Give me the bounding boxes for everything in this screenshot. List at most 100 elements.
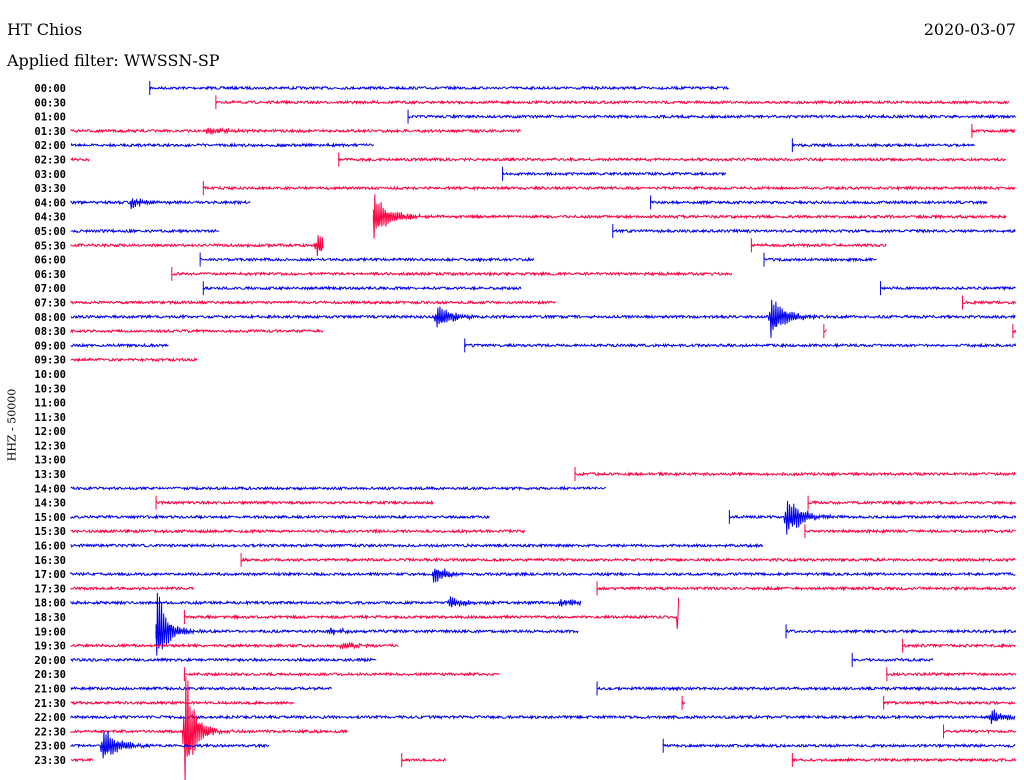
trace-segment xyxy=(155,499,434,506)
time-label: 02:00 xyxy=(34,140,66,152)
time-label: 10:00 xyxy=(34,369,66,381)
time-label: 19:30 xyxy=(34,641,66,653)
filter-label: Applied filter: WWSSN-SP xyxy=(7,51,220,70)
time-label: 13:30 xyxy=(34,469,66,481)
time-label: 07:00 xyxy=(34,283,66,295)
trace-segment xyxy=(70,709,1016,724)
time-label: 17:00 xyxy=(34,569,66,581)
trace-segment xyxy=(407,113,1016,120)
time-label: 01:30 xyxy=(34,126,66,138)
trace-segment xyxy=(728,500,1017,535)
trace-segment xyxy=(70,197,251,209)
time-label: 11:00 xyxy=(34,398,66,410)
trace-segment xyxy=(70,342,169,349)
time-label: 06:30 xyxy=(34,269,66,281)
time-label: 21:00 xyxy=(34,684,66,696)
time-label: 08:00 xyxy=(34,312,66,324)
trace-segment xyxy=(70,568,1016,583)
trace-segment xyxy=(202,185,1016,192)
time-label: 16:00 xyxy=(34,541,66,553)
trace-segment xyxy=(70,356,198,363)
trace-segment xyxy=(880,285,1016,292)
trace-segment xyxy=(804,528,1016,535)
time-label: 14:00 xyxy=(34,483,66,495)
time-label: 17:30 xyxy=(34,583,66,595)
time-label: 03:00 xyxy=(34,169,66,181)
trace-segment xyxy=(70,235,324,256)
time-label: 23:30 xyxy=(34,755,66,767)
trace-segment xyxy=(183,671,500,678)
trace-segment xyxy=(70,513,490,520)
trace-segment xyxy=(240,556,1016,563)
time-label: 20:30 xyxy=(34,669,66,681)
trace-segment xyxy=(401,757,447,763)
time-label: 19:00 xyxy=(34,626,66,638)
trace-segment xyxy=(70,731,270,759)
trace-segment xyxy=(750,242,887,249)
trace-segment xyxy=(902,642,1016,649)
time-label: 12:30 xyxy=(34,440,66,452)
time-label: 21:30 xyxy=(34,698,66,710)
time-label: 12:00 xyxy=(34,426,66,438)
time-label: 22:00 xyxy=(34,712,66,724)
time-label: 08:30 xyxy=(34,326,66,338)
time-label: 11:30 xyxy=(34,412,66,424)
trace-segment xyxy=(70,685,333,692)
trace-segment xyxy=(943,729,1017,735)
trace-segment xyxy=(70,228,220,234)
trace-segment xyxy=(70,656,377,663)
trace-segment xyxy=(70,596,582,608)
trace-segment xyxy=(502,170,727,177)
time-label: 04:30 xyxy=(34,212,66,224)
time-label: 02:30 xyxy=(34,154,66,166)
trace-segment xyxy=(650,199,988,206)
trace-segment xyxy=(70,299,557,306)
trace-segment xyxy=(763,256,877,263)
trace-segment xyxy=(155,592,579,656)
time-label: 14:30 xyxy=(34,498,66,510)
trace-segment xyxy=(785,628,1017,635)
trace-segment xyxy=(149,84,729,92)
time-label: 06:00 xyxy=(34,255,66,267)
trace-segment xyxy=(70,699,295,706)
time-label: 05:30 xyxy=(34,240,66,252)
time-label: 07:30 xyxy=(34,297,66,309)
trace-segment xyxy=(662,742,1016,749)
trace-segment xyxy=(807,499,1016,506)
trace-segment xyxy=(171,270,733,277)
trace-segment xyxy=(70,642,399,650)
trace-segment xyxy=(70,299,1016,338)
trace-segment xyxy=(70,126,522,135)
time-label: 05:00 xyxy=(34,226,66,238)
trace-segment xyxy=(971,128,1016,134)
trace-segment xyxy=(202,285,522,292)
time-label: 04:00 xyxy=(34,197,66,209)
trace-segment xyxy=(574,471,1016,477)
trace-segment xyxy=(883,699,1016,706)
trace-segment xyxy=(70,157,90,162)
time-label: 18:00 xyxy=(34,598,66,610)
trace-segment xyxy=(851,657,934,663)
trace-segment xyxy=(886,671,1017,677)
trace-segment xyxy=(372,194,1007,239)
time-label: 00:30 xyxy=(34,97,66,109)
time-label: 20:00 xyxy=(34,655,66,667)
time-label: 10:30 xyxy=(34,383,66,395)
trace-segment xyxy=(70,585,194,592)
trace-segment xyxy=(70,328,324,334)
time-label: 16:30 xyxy=(34,555,66,567)
time-label: 22:30 xyxy=(34,726,66,738)
trace-segment xyxy=(596,685,1016,692)
trace-segment xyxy=(70,676,349,780)
trace-segment xyxy=(962,299,1017,306)
trace-segment xyxy=(70,485,607,492)
trace-segment xyxy=(183,597,680,629)
trace-segment xyxy=(70,757,94,763)
time-label: 13:00 xyxy=(34,455,66,467)
time-label: 15:30 xyxy=(34,526,66,538)
trace-segment xyxy=(464,342,1017,349)
time-label: 09:00 xyxy=(34,340,66,352)
time-label: 09:30 xyxy=(34,355,66,367)
date-label: 2020-03-07 xyxy=(923,20,1016,39)
